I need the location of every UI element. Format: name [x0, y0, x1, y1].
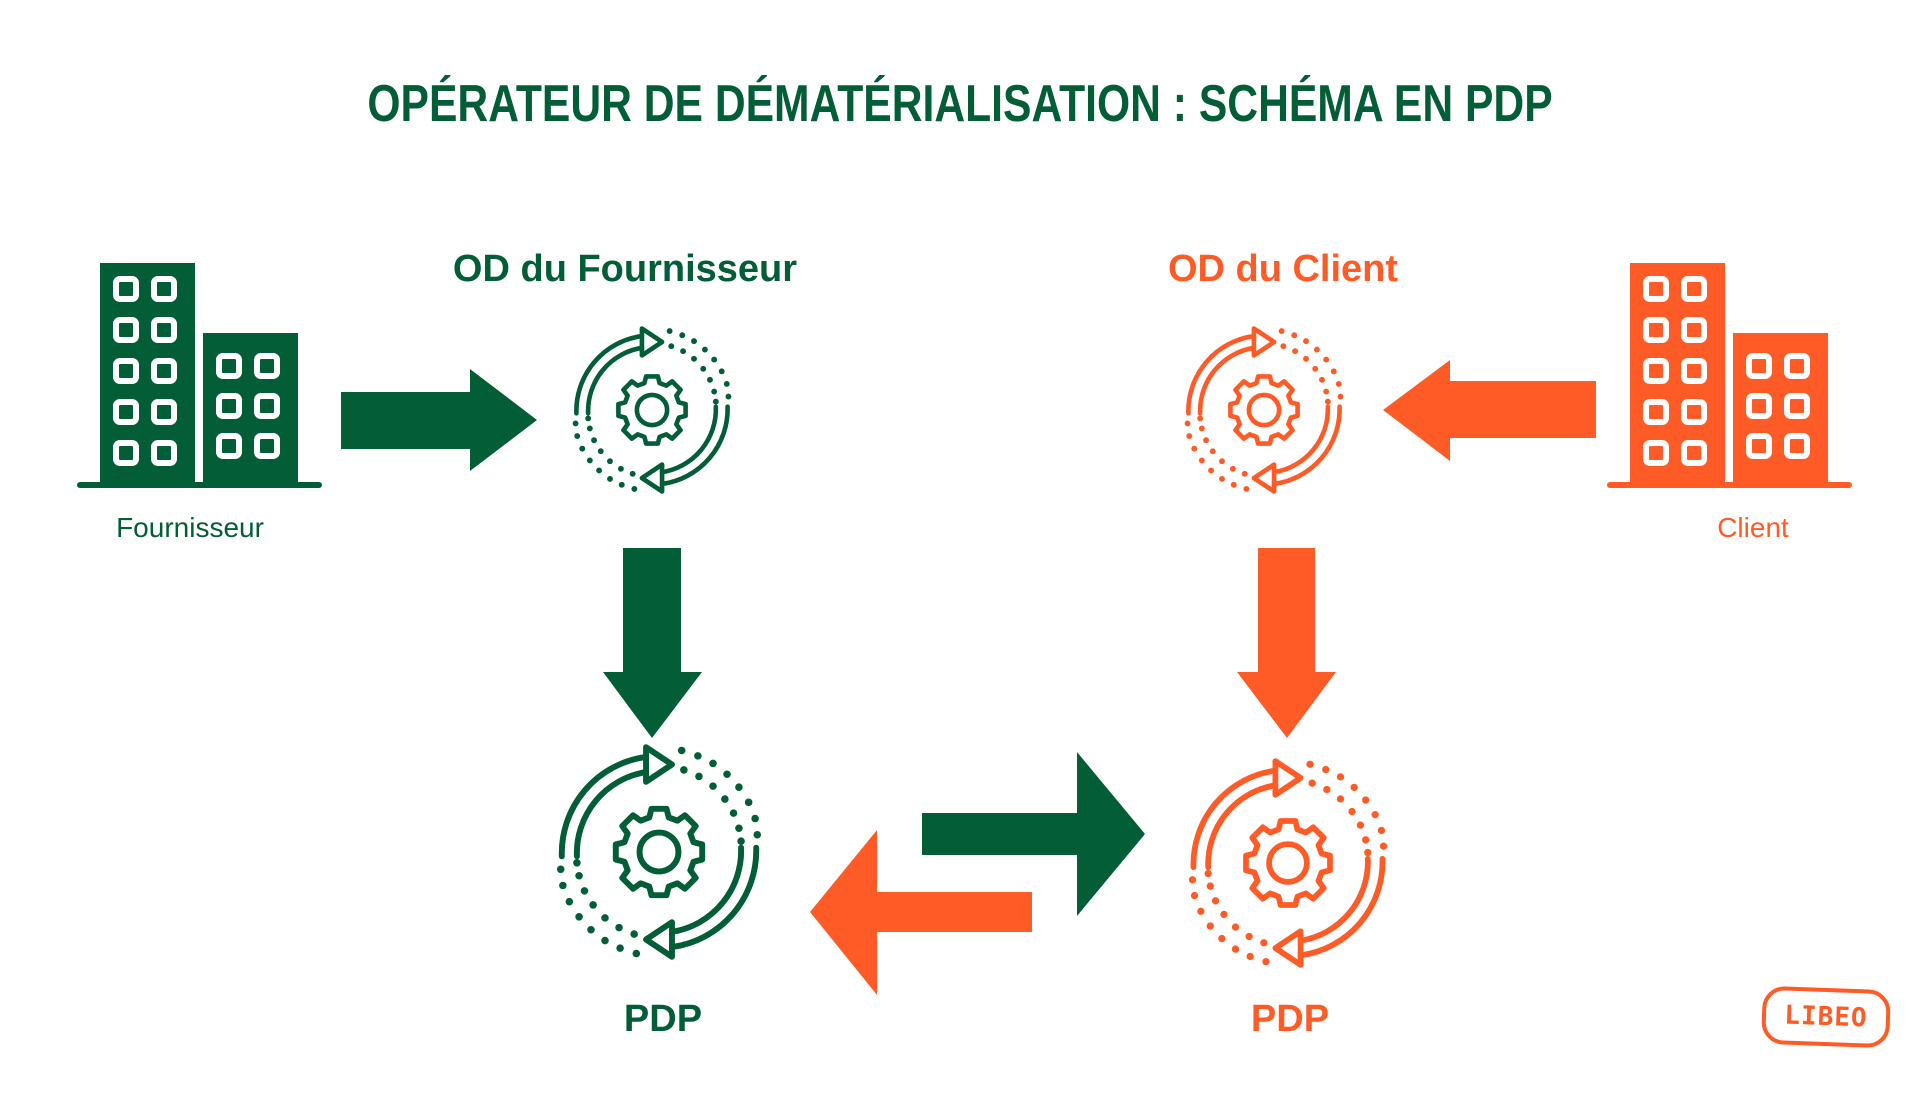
pdp-client-gear-cycle-icon	[1189, 761, 1387, 966]
od-client-gear-cycle-icon	[1185, 328, 1344, 492]
diagram-title: OPÉRATEUR DE DÉMATÉRIALISATION : SCHÉMA …	[367, 75, 1553, 133]
pdp-client-label: PDP	[1250, 998, 1330, 1040]
supplier-label: Fournisseur	[116, 512, 264, 543]
libeo-logo: LIBEO	[1761, 985, 1891, 1049]
arrow-od-client-to-pdp	[1237, 548, 1336, 738]
supplier-building-icon	[77, 263, 322, 488]
od-client-heading: OD du Client	[1167, 248, 1399, 290]
client-label: Client	[1717, 512, 1789, 543]
arrow-od-supplier-to-pdp	[603, 548, 702, 738]
od-supplier-heading: OD du Fournisseur	[452, 248, 798, 290]
pdp-supplier-gear-cycle-icon	[557, 747, 761, 958]
arrow-pdp-client-to-pdp-supplier	[810, 830, 1032, 995]
client-building-icon	[1607, 263, 1852, 488]
pdp-supplier-label: PDP	[623, 998, 703, 1040]
arrow-supplier-to-od	[341, 369, 537, 471]
arrow-pdp-supplier-to-pdp-client	[922, 752, 1145, 916]
od-supplier-gear-cycle-icon	[573, 328, 732, 492]
arrow-client-to-od	[1383, 360, 1596, 461]
logo-text: LIBEO	[1783, 1000, 1869, 1034]
